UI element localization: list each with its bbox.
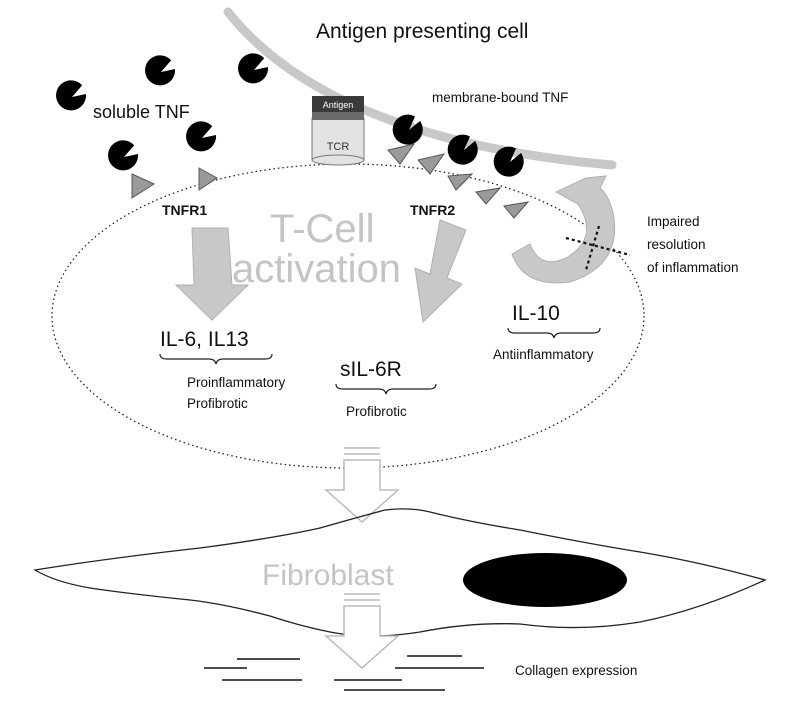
tnf-molecule-icon [145,55,176,86]
tcr-antigen-group: Antigen TCR [311,96,365,166]
tnfr2-label: TNFR2 [410,202,455,218]
il10-brace [507,327,601,339]
tnf-molecule-icon [493,146,524,177]
tnfr2-receptor-icon [475,187,502,205]
tnfr1-receptor-icon [198,167,218,191]
tnfr1-label: TNFR1 [162,202,207,218]
soluble-tnf-group [56,53,269,171]
tnf-molecule-icon [56,80,87,111]
resolution-curved-arrow [511,175,616,284]
il6-brace [159,353,273,365]
apc-label: Antigen presenting cell [316,20,528,43]
block-cross-line [584,225,601,271]
receptor-group [131,143,530,219]
tcr-body [311,117,365,161]
t-cell-activation-line1: T-Cell [270,207,374,251]
tnf-molecule-icon [392,114,423,145]
fibroblast-nucleus [463,553,627,607]
profibrotic-label-2: Profibrotic [346,404,407,419]
fibroblast-to-collagen-arrow [324,593,400,670]
fibroblast-label: Fibroblast [262,559,394,592]
tnfr2-receptor-icon [503,201,530,219]
antigen-label: Antigen [323,100,354,110]
tnf-molecule-icon [108,140,139,171]
tnfr2-receptor-icon [447,173,474,191]
impaired-label-line2: resolution [647,237,706,252]
tnf-molecule-icon [447,134,478,165]
antiinflammatory-label: Antiinflammatory [493,347,594,362]
sil6r-label: sIL-6R [340,358,402,381]
tnf-molecule-icon [238,53,269,84]
impaired-label-line1: Impaired [647,214,700,229]
collagen-label: Collagen expression [515,663,637,678]
il10-label: IL-10 [512,302,560,325]
apc-membrane [223,7,617,170]
antigen-band [312,112,364,120]
sil6r-brace [335,383,437,395]
proinflammatory-label: Proinflammatory [187,375,286,390]
tnfr2-receptor-icon [387,143,416,165]
profibrotic-label-1: Profibrotic [187,396,248,411]
membrane-tnf-group [392,114,524,177]
tnfr1-receptor-icon [131,173,156,199]
impaired-label-line3: of inflammation [647,260,739,275]
t-cell-activation-line2: activation [232,247,401,291]
t-cell-to-fibroblast-arrow [324,447,400,524]
soluble-tnf-label: soluble TNF [93,102,190,122]
fibroblast-outline [33,508,767,637]
tnfr2-receptor-icon [417,153,446,175]
membrane-tnf-label: membrane-bound TNF [432,90,568,105]
tnfr2-signal-arrow [414,219,467,324]
il6-il13-label: IL-6, IL13 [160,328,249,351]
tcr-bottom [311,154,365,166]
tnf-molecule-icon [186,121,217,152]
tnfr1-signal-arrow [174,227,250,321]
tcr-label: TCR [327,141,350,153]
collagen-fibers [204,655,484,691]
block-cross-line [565,236,631,257]
